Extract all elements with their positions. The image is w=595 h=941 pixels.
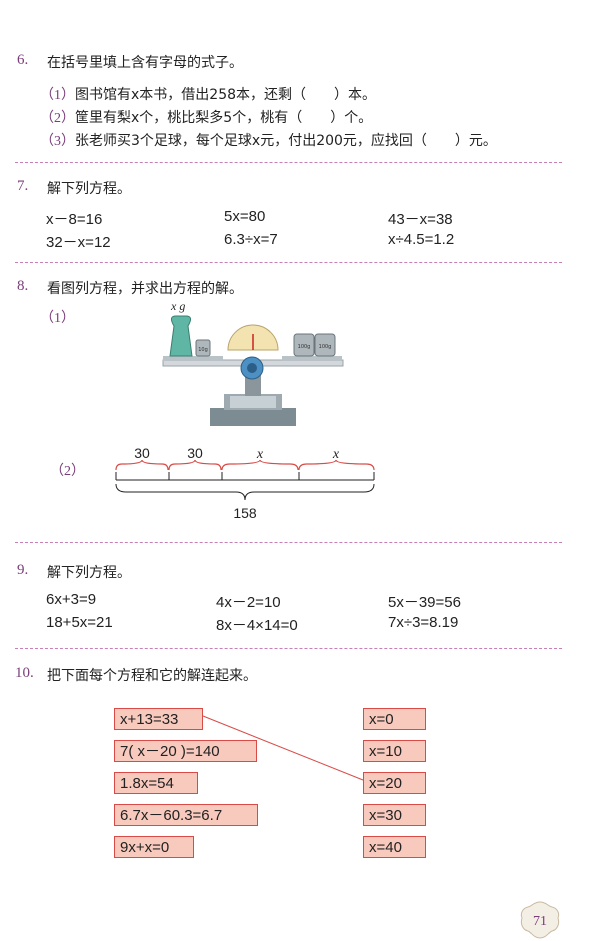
weight-icon — [195, 339, 211, 357]
segment-label: x — [332, 447, 340, 462]
sub-question: （2）筐里有梨x个，桃比梨多5个，桃有（ ）个。 — [40, 107, 372, 127]
weight-label: 10g — [198, 347, 208, 353]
equation: 7x÷3=8.19 — [388, 614, 459, 631]
equation: 4x－2=10 — [216, 594, 281, 611]
weight-icon — [293, 333, 315, 357]
equation: 8x－4×14=0 — [216, 617, 298, 634]
scale-base — [210, 408, 296, 426]
section-divider — [15, 542, 562, 543]
vase-label: x g — [170, 299, 185, 313]
segment-label: 30 — [134, 445, 150, 461]
page-number-badge: 71 — [520, 901, 560, 939]
question-text: 解下列方程。 — [47, 181, 131, 197]
scale-base-panel — [230, 396, 276, 408]
question-number: 9. — [17, 562, 29, 578]
vase-icon — [169, 315, 193, 357]
sub-question-number: （1） — [40, 88, 75, 103]
question-number: 10. — [15, 665, 34, 681]
weight-label: 100g — [298, 344, 311, 350]
question-number: 6. — [17, 52, 29, 68]
weight-label: 100g — [319, 344, 332, 350]
question-number: 8. — [17, 278, 29, 294]
right-pan — [282, 356, 342, 361]
equation-box[interactable]: 1.8x=54 — [114, 772, 198, 794]
equation-box[interactable]: 7( x－20 )=140 — [114, 740, 257, 762]
segment-label: 30 — [187, 445, 203, 461]
question-text: 把下面每个方程和它的解连起来。 — [47, 668, 257, 684]
sub-question-text: 筐里有梨x个，桃比梨多5个，桃有（ ）个。 — [75, 110, 373, 126]
equation: 6x+3=9 — [46, 591, 97, 608]
sub-question-number: （2） — [40, 111, 75, 126]
solution-box[interactable]: x=20 — [363, 772, 426, 794]
solution-box[interactable]: x=40 — [363, 836, 426, 858]
segment-brace — [298, 459, 375, 471]
total-brace — [115, 483, 375, 501]
balance-scale-illustration: x g 10g 100g 100g — [162, 299, 344, 426]
equation: 43－x=38 — [388, 211, 453, 228]
sub-question: （3）张老师买3个足球，每个足球x元，付出200元，应找回（ ）元。 — [40, 130, 497, 150]
equation: x－8=16 — [46, 211, 103, 228]
section-divider — [15, 162, 562, 163]
equation: 32－x=12 — [46, 234, 111, 251]
scale-pivot-center — [247, 363, 257, 373]
segment-brace — [115, 459, 169, 471]
section-divider — [15, 648, 562, 649]
segment-diagram: 30 30 x x 158 — [115, 445, 375, 521]
sub-question-text: 张老师买3个足球，每个足球x元，付出200元，应找回（ ）元。 — [75, 133, 497, 149]
equation: 6.3÷x=7 — [224, 231, 278, 248]
equation: 5x=80 — [224, 208, 266, 225]
section-divider — [15, 262, 562, 263]
question-text: 在括号里填上含有字母的式子。 — [47, 55, 243, 71]
equation: 18+5x=21 — [46, 614, 113, 631]
sub-question-number: （2） — [50, 464, 85, 479]
segment-brace — [221, 459, 299, 471]
solution-box[interactable]: x=30 — [363, 804, 426, 826]
segment-label: x — [256, 447, 264, 462]
page-badge-shape — [520, 901, 560, 939]
equation: x÷4.5=1.2 — [388, 231, 455, 248]
question-text: 看图列方程，并求出方程的解。 — [47, 281, 243, 297]
sub-question-number: （1） — [40, 311, 75, 326]
solution-box[interactable]: x=10 — [363, 740, 426, 762]
sub-question: （1）图书馆有x本书，借出258本，还剩（ ）本。 — [40, 84, 376, 104]
sub-question-number: （3） — [40, 134, 75, 149]
equation-box[interactable]: 6.7x－60.3=6.7 — [114, 804, 258, 826]
left-pan — [163, 356, 223, 361]
segment-brace — [168, 459, 222, 471]
equation-box[interactable]: 9x+x=0 — [114, 836, 194, 858]
question-number: 7. — [17, 178, 29, 194]
equation: 5x－39=56 — [388, 594, 461, 611]
question-text: 解下列方程。 — [47, 565, 131, 581]
weight-icon — [314, 333, 336, 357]
solution-box[interactable]: x=0 — [363, 708, 426, 730]
equation-box[interactable]: x+13=33 — [114, 708, 203, 730]
total-label: 158 — [233, 505, 257, 521]
sub-question-text: 图书馆有x本书，借出258本，还剩（ ）本。 — [75, 87, 377, 103]
page-number: 71 — [533, 914, 547, 929]
